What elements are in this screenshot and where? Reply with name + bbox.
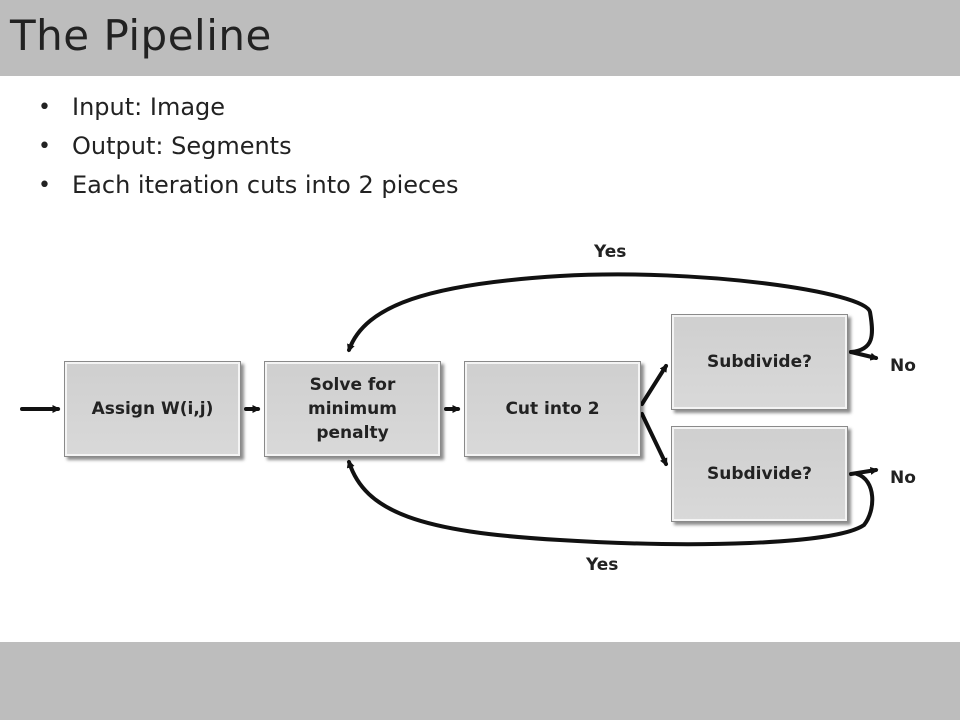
slide-title: The Pipeline: [10, 11, 272, 60]
cut-to-subdivide-bottom-arrow: [640, 412, 668, 467]
bullet-item: Input: Image: [38, 88, 459, 127]
bullet-list: Input: Image Output: Segments Each itera…: [38, 88, 459, 205]
cut-into-two-box: Cut into 2: [464, 361, 641, 457]
no-bottom-label: No: [890, 468, 916, 488]
yes-top-loop-arrow: [347, 272, 874, 354]
bullet-item: Output: Segments: [38, 127, 459, 166]
yes-bottom-label: Yes: [586, 555, 619, 575]
no-top-label: No: [890, 356, 916, 376]
solve-box-label: Solve for minimum penalty: [307, 375, 397, 443]
subdivide-top-box: Subdivide?: [671, 314, 848, 410]
assign-weights-box: Assign W(i,j): [64, 361, 241, 457]
bullet-item: Each iteration cuts into 2 pieces: [38, 166, 459, 205]
solve-min-penalty-box: Solve for minimum penalty: [264, 361, 441, 457]
yes-top-label: Yes: [594, 242, 627, 262]
cut-to-subdivide-top-arrow: [640, 363, 668, 406]
yes-bottom-loop-arrow: [346, 459, 875, 547]
title-bar: The Pipeline: [0, 0, 960, 76]
footer-bar: [0, 642, 960, 720]
subdivide-bottom-box: Subdivide?: [671, 426, 848, 522]
no-bottom-arrow: [849, 466, 879, 476]
